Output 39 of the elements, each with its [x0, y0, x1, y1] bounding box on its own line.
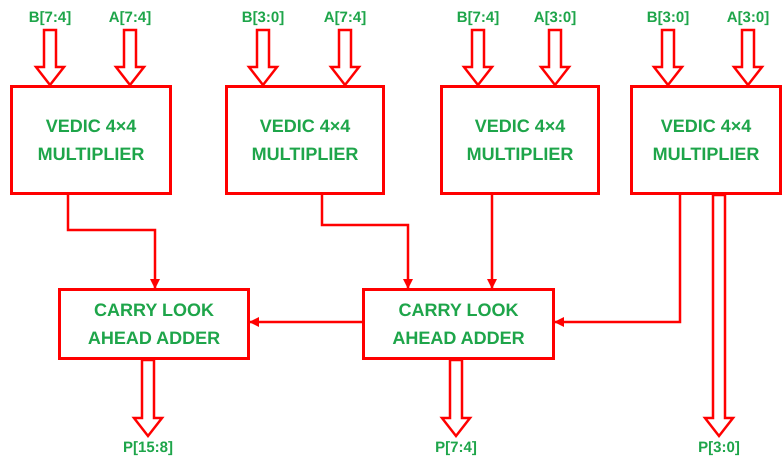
multiplier-block — [10, 85, 172, 195]
signal-label: A[3:0] — [534, 8, 576, 28]
hollow-arrow — [328, 28, 362, 88]
hollow-arrow — [33, 28, 67, 88]
multiplier-block — [225, 85, 385, 195]
hollow-arrow — [731, 28, 765, 88]
block-label: VEDIC 4×4 MULTIPLIER — [652, 115, 760, 166]
multiplier-block — [440, 85, 600, 195]
hollow-arrow — [702, 194, 736, 438]
signal-label: B[3:0] — [646, 8, 690, 28]
signal-label: A[7:4] — [324, 8, 366, 28]
arrow — [249, 317, 362, 327]
signal-label: B[7:4] — [456, 8, 500, 28]
signal-label: P[3:0] — [698, 438, 740, 458]
hollow-arrow — [246, 28, 280, 88]
block-label: CARRY LOOK AHEAD ADDER — [86, 299, 222, 350]
adder-block — [58, 288, 250, 360]
adder-block — [362, 288, 555, 360]
signal-label: B[3:0] — [242, 8, 284, 28]
hollow-arrow — [113, 28, 147, 88]
hollow-arrow — [439, 358, 473, 438]
hollow-arrow — [131, 358, 165, 438]
block-label: VEDIC 4×4 MULTIPLIER — [466, 115, 574, 166]
block-label: CARRY LOOK AHEAD ADDER — [391, 299, 526, 350]
multiplier-block — [630, 85, 782, 195]
hollow-arrow — [461, 28, 495, 88]
hollow-arrow — [651, 28, 685, 88]
arrow — [320, 195, 413, 289]
arrow — [554, 195, 682, 327]
signal-label: A[7:4] — [108, 8, 152, 28]
signal-label: A[3:0] — [726, 8, 770, 28]
signal-label: B[7:4] — [28, 8, 72, 28]
block-label: VEDIC 4×4 MULTIPLIER — [36, 115, 146, 166]
block-label: VEDIC 4×4 MULTIPLIER — [250, 115, 360, 166]
signal-label: P[15:8] — [122, 438, 174, 458]
arrow — [487, 195, 497, 289]
hollow-arrow — [538, 28, 572, 88]
signal-label: P[7:4] — [435, 438, 477, 458]
arrow — [66, 195, 160, 289]
